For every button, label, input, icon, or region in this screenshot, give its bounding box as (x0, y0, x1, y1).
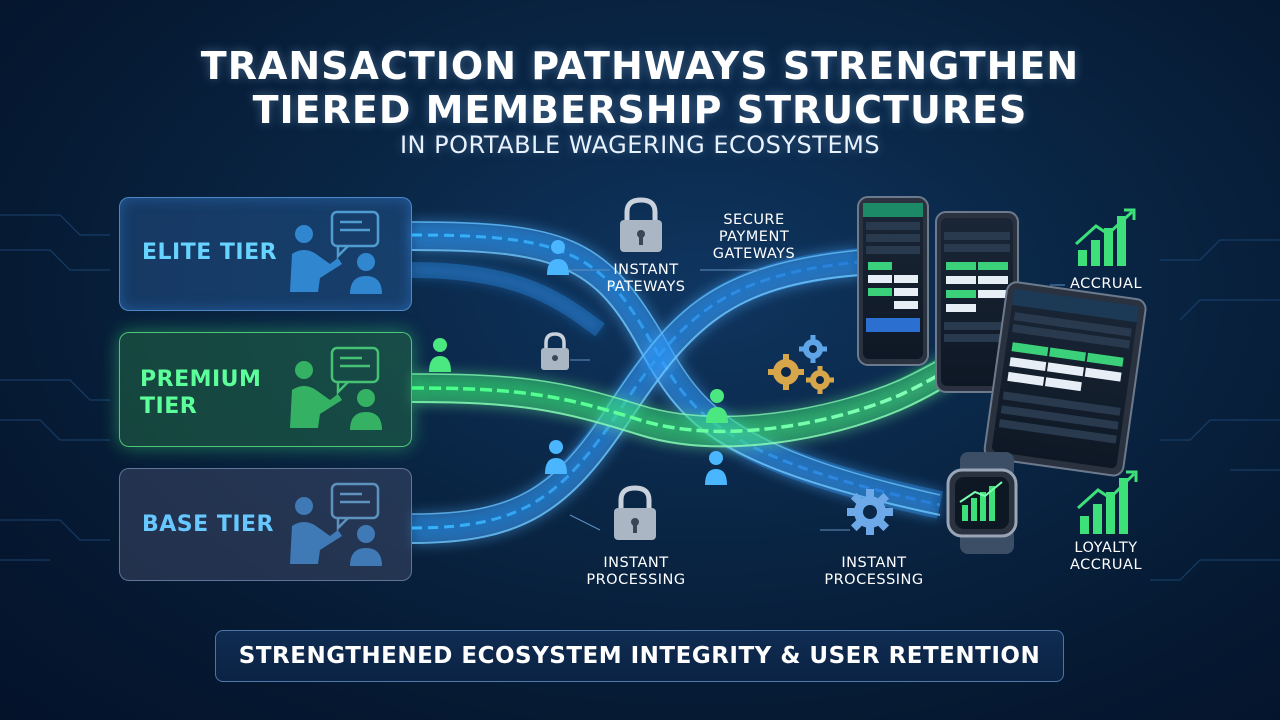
subtitle: IN PORTABLE WAGERING ECOSYSTEMS (399, 131, 881, 159)
smartphone-icon-2 (935, 211, 1019, 393)
caption-line: GATEWAYS (712, 246, 796, 262)
caption-line: ACCRUAL (1069, 557, 1143, 573)
tier-label-elite: ELITE TIER (142, 240, 278, 265)
caption-line: PROCESSING (586, 572, 686, 588)
title-line-1: TRANSACTION PATHWAYS STRENGTHEN (200, 44, 1080, 88)
tier-card-elite: ELITE TIER (119, 197, 412, 311)
user-icon-4 (545, 440, 567, 474)
presenter-icon-elite (290, 210, 382, 294)
presenter-icon-base (290, 482, 382, 566)
presenter-icon-premium (290, 346, 382, 430)
caption-line: INSTANT (841, 555, 907, 571)
caption-instant-processing-left: INSTANT PROCESSING (574, 555, 698, 589)
padlock-icon-bottom (614, 485, 656, 540)
growth-chart-icon-bottom (1076, 470, 1138, 534)
gear-icon-cluster (768, 335, 834, 394)
caption-instant-processing-right: INSTANT PROCESSING (812, 555, 936, 589)
tier-label-base: BASE TIER (142, 512, 274, 537)
caption-line: PAYMENT (718, 229, 790, 245)
blue-flow-to-phone (411, 262, 605, 337)
padlock-icon-top (620, 197, 662, 252)
circuit-lines-left (0, 214, 110, 561)
caption-line: PATEWAYS (606, 279, 686, 295)
caption-line: INSTANT (603, 555, 669, 571)
bottom-banner: STRENGTHENED ECOSYSTEM INTEGRITY & USER … (215, 630, 1064, 682)
user-icon-3 (706, 389, 728, 423)
caption-secure-payment-gateways: SECURE PAYMENT GATEWAYS (700, 212, 808, 263)
user-icon-1 (547, 240, 569, 275)
tier-label-premium-line2: TIER (140, 394, 198, 419)
circuit-lines-right (1150, 239, 1280, 581)
caption-line: INSTANT (613, 262, 679, 278)
gear-icon-processing (847, 489, 893, 535)
user-icon-2 (429, 338, 451, 372)
growth-chart-icon-top (1074, 208, 1136, 266)
tablet-icon (983, 281, 1147, 477)
user-icon-5 (705, 451, 727, 485)
caption-accrual: ACCRUAL (1069, 276, 1143, 292)
caption-instant-pateways: INSTANT PATEWAYS (596, 262, 696, 296)
tier-card-base: BASE TIER (119, 468, 412, 581)
title-line-2: TIERED MEMBERSHIP STRUCTURES (252, 88, 1028, 132)
smartwatch-icon (946, 452, 1018, 554)
caption-loyalty-accrual: LOYALTY ACCRUAL (1060, 540, 1152, 574)
caption-line: LOYALTY (1074, 540, 1138, 556)
caption-line: PROCESSING (824, 572, 924, 588)
smartphone-icon-1 (857, 196, 929, 366)
tier-label-premium: PREMIUM TIER (140, 366, 261, 420)
caption-line: SECURE (723, 212, 785, 228)
tier-card-premium: PREMIUM TIER (119, 332, 412, 447)
tier-label-premium-line1: PREMIUM (140, 367, 262, 392)
padlock-icon-middle (541, 332, 569, 370)
